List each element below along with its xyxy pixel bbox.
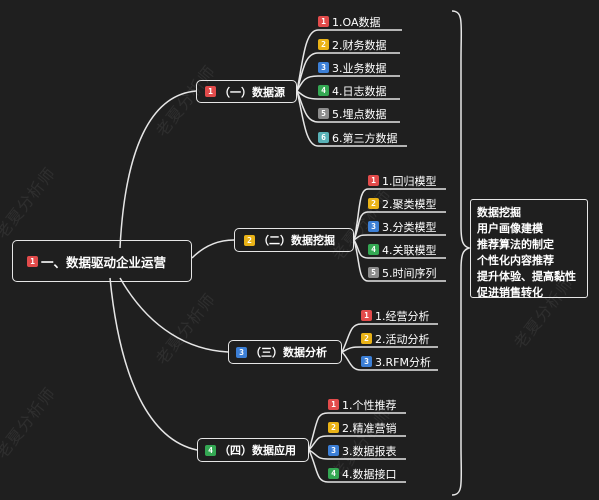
- leaf-label: 2.聚类模型: [382, 197, 437, 211]
- link-cat2-3: [353, 234, 446, 241]
- link-cat3-3: [341, 351, 438, 371]
- category-label: （三）数据分析: [250, 346, 327, 359]
- priority-1-icon: 1: [27, 255, 38, 267]
- priority-3-icon: 3: [328, 445, 339, 456]
- category-label: （一）数据源: [219, 85, 285, 99]
- link-cat2-2: [353, 211, 446, 241]
- leaf-label: 1.个性推荐: [342, 398, 397, 412]
- link-cat1-4: [296, 90, 400, 100]
- priority-3-icon: 3: [236, 346, 247, 358]
- priority-5-icon: 5: [368, 267, 379, 278]
- leaf-label: 4.数据接口: [342, 467, 397, 481]
- summary-line: 数据挖掘: [477, 206, 521, 219]
- link-root-cat3: [119, 277, 229, 353]
- leaf-label: 3.分类模型: [382, 220, 437, 234]
- link-cat2-1: [353, 188, 446, 241]
- priority-3-icon: 3: [361, 356, 372, 367]
- priority-1-icon: 1: [361, 310, 372, 321]
- summary-line: 个性化内容推荐: [477, 254, 554, 267]
- leaf-label: 1.OA数据: [332, 15, 381, 29]
- priority-1-icon: 1: [368, 175, 379, 186]
- category-label: （二）数据挖掘: [258, 234, 335, 247]
- priority-4-icon: 4: [368, 244, 379, 255]
- link-cat1-2: [296, 52, 400, 92]
- summary-line: 促进销售转化: [477, 286, 543, 299]
- leaf-label: 4.日志数据: [332, 84, 387, 98]
- priority-1-icon: 1: [318, 16, 329, 27]
- link-cat4-4: [308, 449, 406, 483]
- link-root-cat1: [119, 90, 197, 249]
- priority-1-icon: 1: [205, 86, 216, 97]
- link-cat1-1: [296, 29, 402, 92]
- priority-2-icon: 2: [368, 198, 379, 209]
- leaf-label: 2.活动分析: [375, 332, 430, 346]
- summary-line: 推荐算法的制定: [477, 238, 554, 251]
- summary-line: 用户画像建模: [477, 222, 543, 235]
- leaf-label: 2.财务数据: [332, 38, 387, 52]
- leaf-label: 6.第三方数据: [332, 131, 398, 145]
- category-node-data-application[interactable]: 4 （四）数据应用: [197, 438, 309, 462]
- link-root-cat4: [109, 277, 198, 451]
- priority-5-icon: 5: [318, 108, 329, 119]
- leaf-label: 5.时间序列: [382, 266, 437, 280]
- priority-2-icon: 2: [361, 333, 372, 344]
- category-node-data-analysis[interactable]: 3 （三）数据分析: [228, 340, 342, 364]
- link-cat2-5: [353, 239, 446, 282]
- root-node[interactable]: 1 一、数据驱动企业运营: [12, 240, 192, 282]
- link-cat1-3: [296, 75, 400, 92]
- link-cat4-1: [308, 412, 406, 451]
- link-cat1-6: [296, 90, 407, 147]
- priority-2-icon: 2: [318, 39, 329, 50]
- leaf-label: 3.RFM分析: [375, 355, 431, 369]
- link-cat3-1: [341, 323, 438, 353]
- root-label: 一、数据驱动企业运营: [41, 254, 167, 270]
- priority-2-icon: 2: [328, 422, 339, 433]
- leaf-label: 1.回归模型: [382, 174, 437, 188]
- priority-4-icon: 4: [328, 468, 339, 479]
- category-node-data-source[interactable]: 1 （一）数据源: [196, 80, 297, 103]
- leaf-label: 3.数据报表: [342, 444, 397, 458]
- priority-1-icon: 1: [328, 399, 339, 410]
- link-cat3-2: [341, 346, 438, 353]
- summary-box[interactable]: 数据挖掘 用户画像建模 推荐算法的制定 个性化内容推荐 提升体验、提高黏性 促进…: [470, 199, 588, 299]
- leaf-label: 3.业务数据: [332, 61, 387, 75]
- priority-2-icon: 2: [244, 234, 255, 246]
- summary-brace: [451, 10, 472, 496]
- link-root-cat2: [191, 239, 235, 259]
- summary-line: 提升体验、提高黏性: [477, 270, 576, 283]
- priority-3-icon: 3: [318, 62, 329, 73]
- leaf-label: 5.埋点数据: [332, 107, 387, 121]
- category-label: （四）数据应用: [219, 444, 296, 457]
- link-cat4-3: [308, 449, 406, 460]
- priority-4-icon: 4: [205, 444, 216, 456]
- leaf-label: 1.经营分析: [375, 309, 430, 323]
- link-cat4-2: [308, 435, 406, 451]
- leaf-label: 4.关联模型: [382, 243, 437, 257]
- category-node-data-mining[interactable]: 2 （二）数据挖掘: [234, 228, 354, 252]
- leaf-label: 2.精准营销: [342, 421, 397, 435]
- priority-6-icon: 6: [318, 132, 329, 143]
- priority-4-icon: 4: [318, 85, 329, 96]
- priority-3-icon: 3: [368, 221, 379, 232]
